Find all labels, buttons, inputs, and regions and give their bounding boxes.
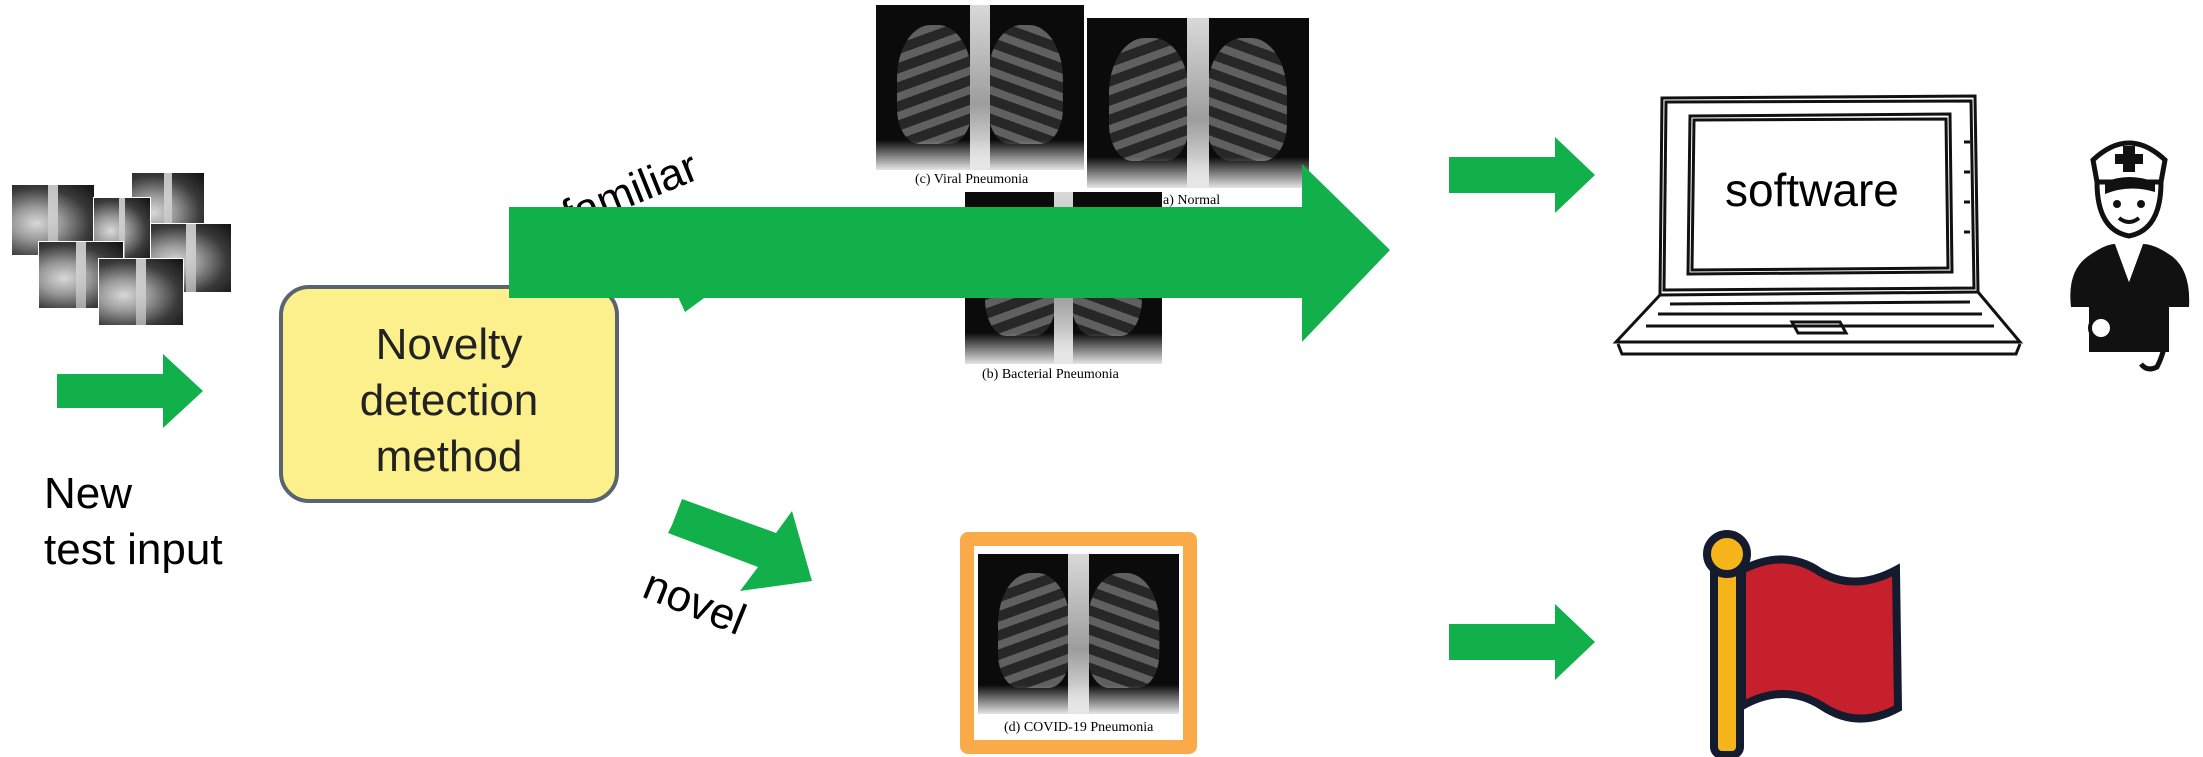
input-xray-thumb — [98, 258, 184, 326]
to-software-arrow — [1447, 135, 1597, 215]
method-line3: method — [283, 429, 615, 485]
caption-covid: (d) COVID-19 Pneumonia — [1004, 720, 1153, 736]
red-flag-icon — [1700, 530, 1910, 757]
input-label-line2: test input — [44, 528, 223, 572]
method-line2: detection — [283, 373, 615, 429]
input-label-line1: New — [44, 472, 223, 516]
to-flag-arrow — [1447, 602, 1597, 682]
software-label: software — [1725, 163, 1899, 217]
laptop-icon — [1610, 92, 2030, 367]
caption-bacterial: (b) Bacterial Pneumonia — [982, 367, 1119, 383]
xray-covid — [978, 554, 1179, 714]
input-label: New test input — [44, 472, 223, 572]
doctor-icon — [2065, 132, 2195, 372]
input-arrow — [55, 352, 205, 430]
xray-viral — [876, 5, 1084, 170]
familiar-arrow — [505, 160, 1395, 345]
covid-frame: (d) COVID-19 Pneumonia — [960, 532, 1197, 754]
